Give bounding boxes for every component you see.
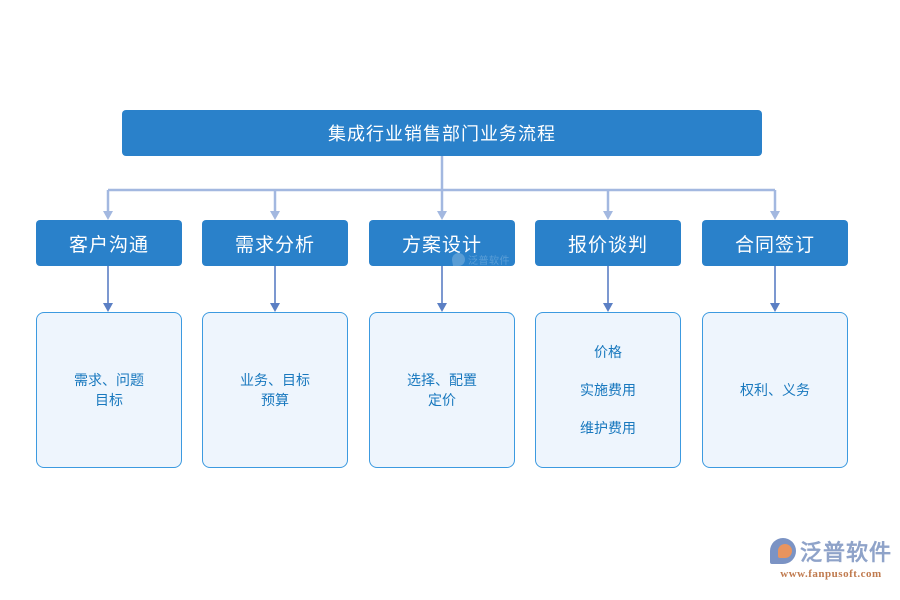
stage-label-4: 合同签订 bbox=[734, 234, 815, 256]
diagram-title-box: 集成行业销售部门业务流程 bbox=[122, 110, 762, 156]
detail-box-2: 选择、配置 定价 bbox=[369, 312, 515, 468]
detail-line: 价格 bbox=[594, 344, 622, 360]
detail-line: 选择、配置 bbox=[407, 372, 477, 388]
stage-box-2[interactable]: 方案设计 bbox=[369, 220, 515, 266]
diagram-title-text: 集成行业销售部门业务流程 bbox=[328, 124, 556, 144]
detail-line: 维护费用 bbox=[580, 420, 636, 436]
stage-label-1: 需求分析 bbox=[234, 234, 315, 256]
detail-line: 需求、问题 bbox=[74, 372, 144, 388]
fanpusoft-logo: 泛普软件 www.fanpusoft.com bbox=[770, 535, 892, 589]
detail-line: 定价 bbox=[428, 392, 456, 408]
detail-box-1: 业务、目标 预算 bbox=[202, 312, 348, 468]
stage-label-2: 方案设计 bbox=[401, 234, 482, 256]
logo-url-text: www.fanpusoft.com bbox=[780, 568, 882, 580]
connector-arrowheads-bottom bbox=[103, 303, 780, 312]
stage-box-0[interactable]: 客户沟通 bbox=[36, 220, 182, 266]
stage-box-1[interactable]: 需求分析 bbox=[202, 220, 348, 266]
detail-box-0: 需求、问题 目标 bbox=[36, 312, 182, 468]
stage-box-3[interactable]: 报价谈判 bbox=[535, 220, 681, 266]
stage-label-3: 报价谈判 bbox=[567, 234, 648, 256]
logo-top-row: 泛普软件 bbox=[770, 535, 892, 567]
connector-arrowheads-top bbox=[103, 211, 780, 220]
detail-line: 预算 bbox=[261, 392, 289, 408]
logo-name-text: 泛普软件 bbox=[800, 540, 893, 565]
stage-label-0: 客户沟通 bbox=[68, 234, 149, 256]
detail-box-4: 权利、义务 bbox=[702, 312, 848, 468]
leaf-logo-icon bbox=[770, 538, 796, 564]
detail-line: 权利、义务 bbox=[740, 382, 810, 398]
detail-line: 目标 bbox=[95, 392, 123, 408]
detail-box-3: 价格 实施费用 维护费用 bbox=[535, 312, 681, 468]
detail-line: 业务、目标 bbox=[240, 372, 310, 388]
detail-line: 实施费用 bbox=[580, 382, 636, 398]
stage-box-4[interactable]: 合同签订 bbox=[702, 220, 848, 266]
